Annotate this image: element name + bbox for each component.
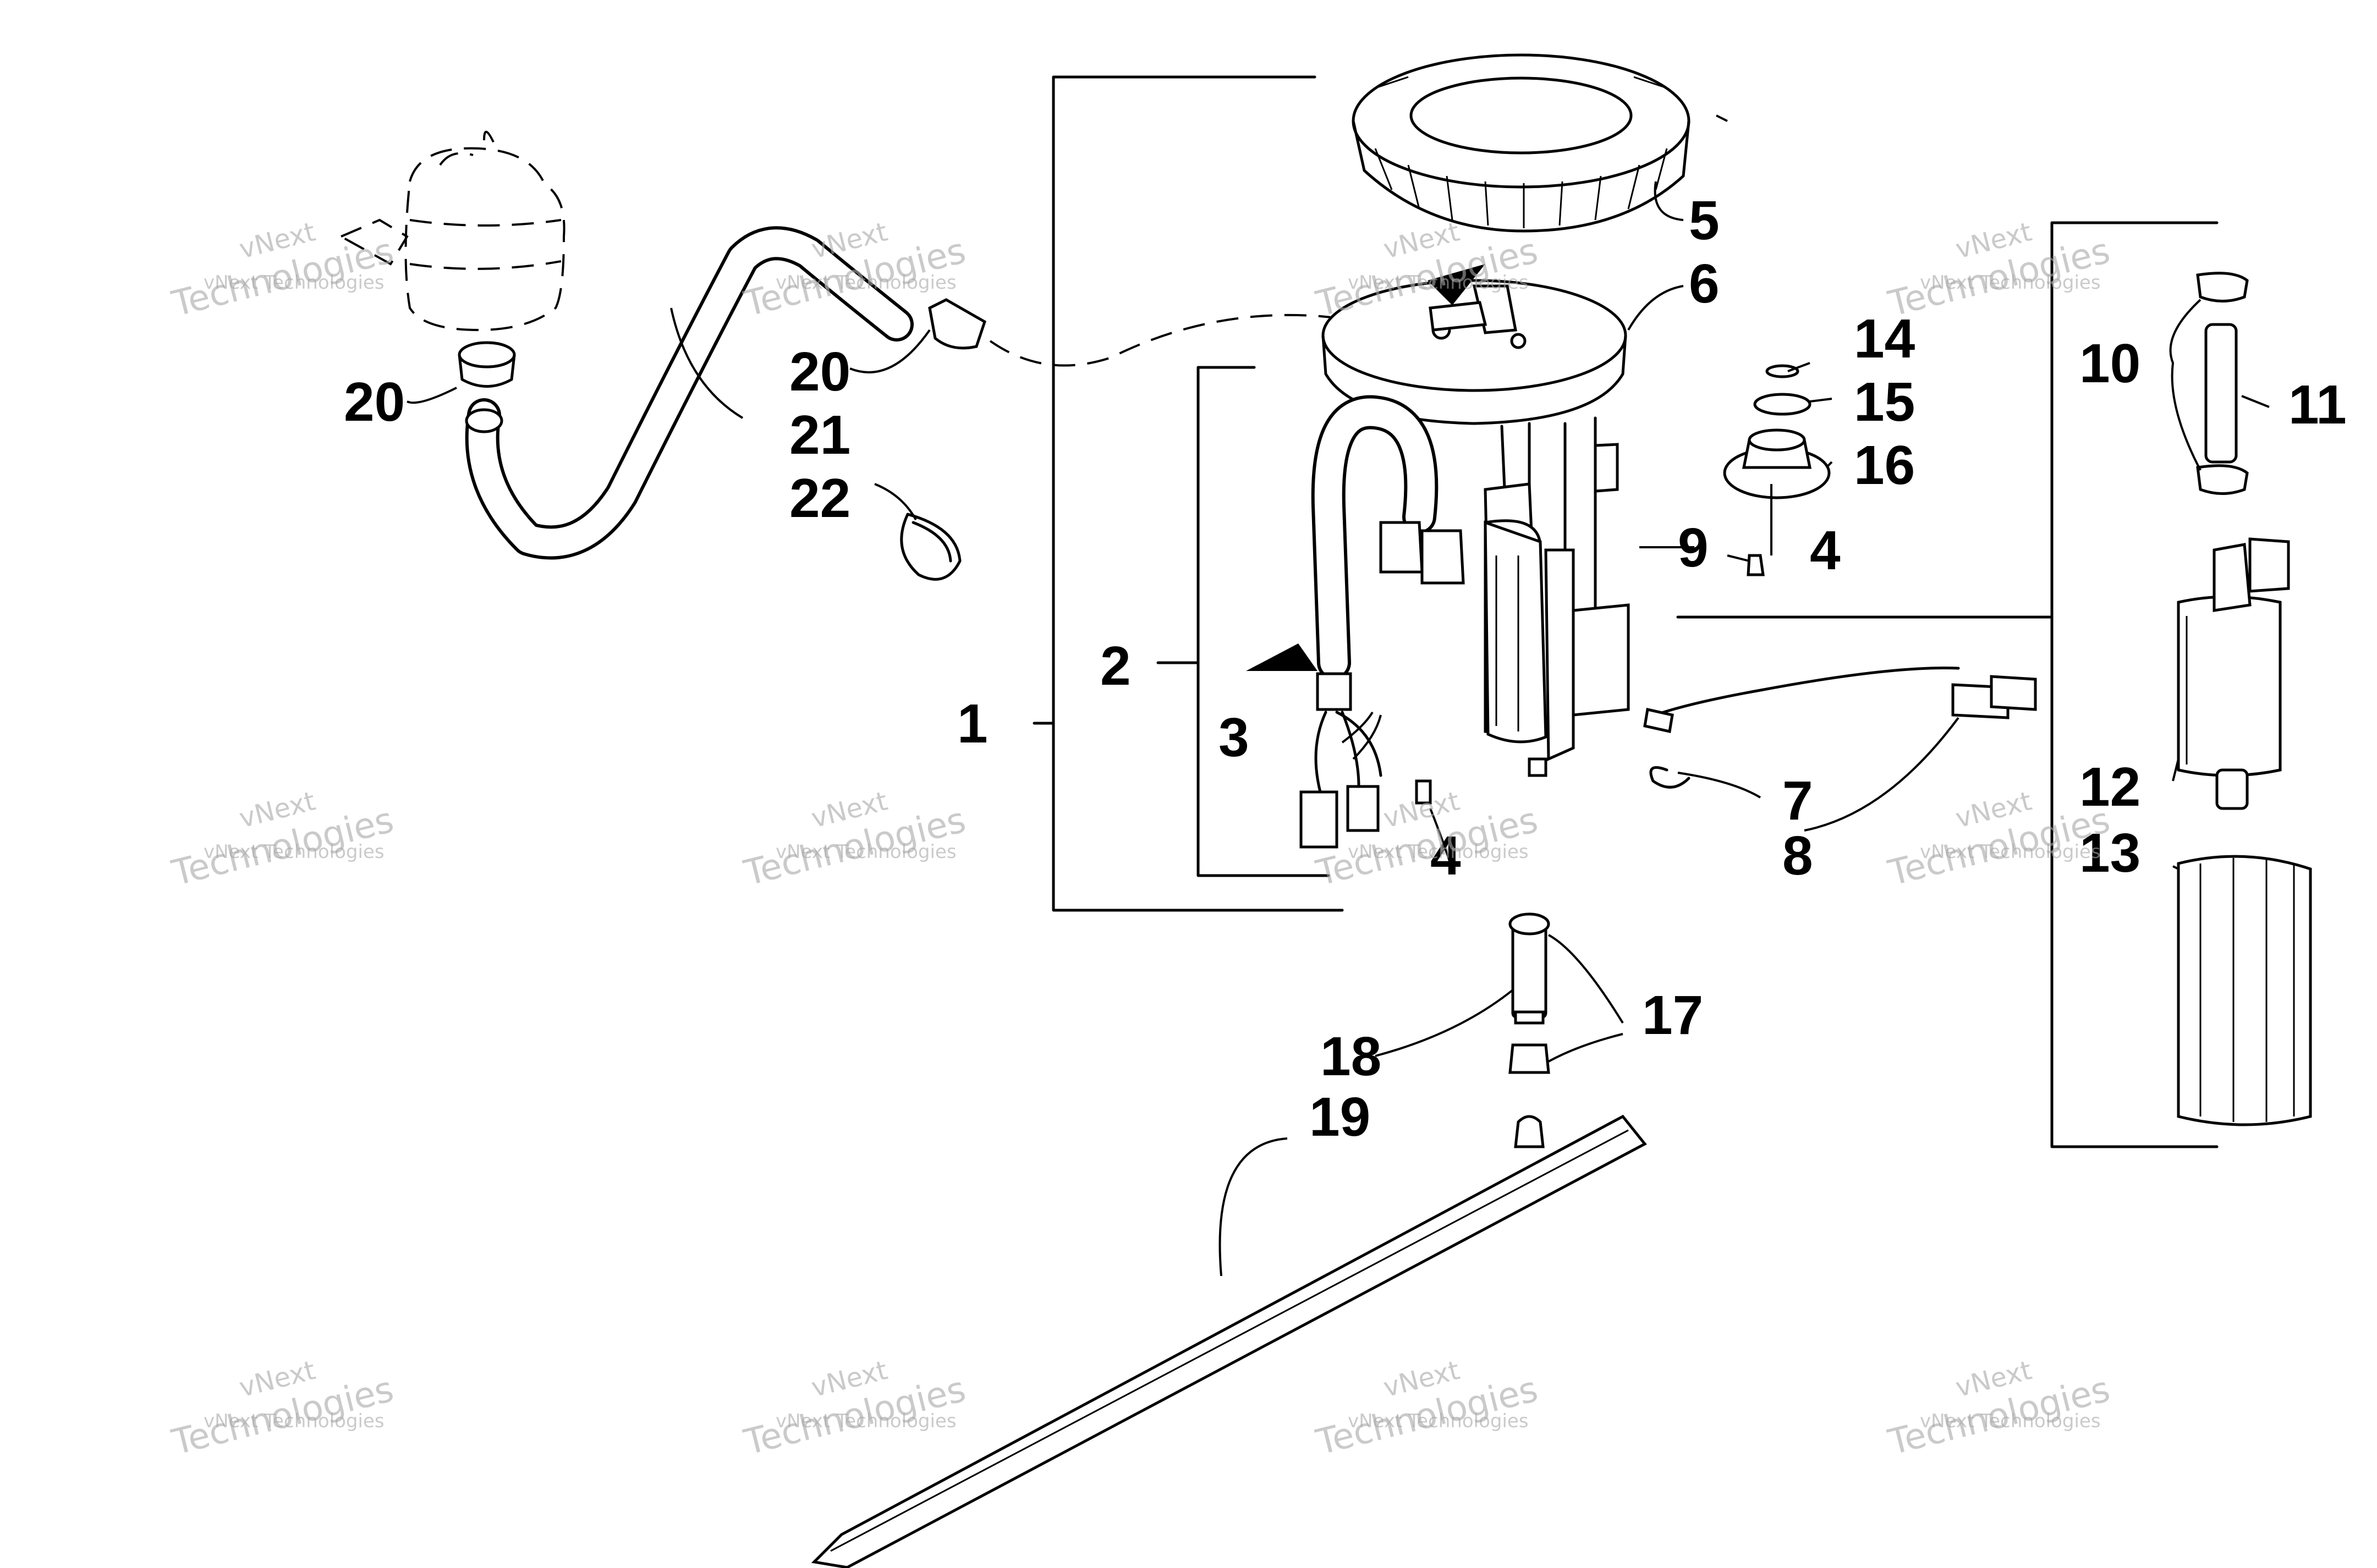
label-1: 1	[957, 693, 988, 755]
label-16: 16	[1854, 434, 1915, 496]
label-3: 3	[1218, 707, 1249, 768]
label-6: 6	[1689, 253, 1720, 315]
label-13: 13	[2079, 822, 2140, 884]
watermark: vNext vNext Technologies Technologies	[1312, 1355, 1542, 1463]
label-21: 21	[789, 404, 850, 466]
leader-lines	[407, 114, 2270, 1277]
watermark: vNext vNext Technologies Technologies	[740, 1355, 970, 1463]
label-2: 2	[1100, 635, 1131, 697]
svg-text:vNext Technologies: vNext Technologies	[776, 841, 957, 863]
label-20b: 20	[789, 341, 850, 403]
hose-clip	[900, 513, 962, 581]
svg-text:vNext Technologies: vNext Technologies	[204, 1410, 385, 1432]
svg-text:vNext Technologies: vNext Technologies	[1348, 272, 1529, 294]
label-17: 17	[1642, 984, 1703, 1046]
pump-clamp-bottom	[2196, 464, 2249, 495]
watermarks: vNext vNext Technologies Technologies vN…	[168, 216, 2114, 1463]
label-8: 8	[1782, 825, 1813, 887]
o-ring-small	[1765, 364, 1799, 378]
label-9: 9	[1678, 517, 1709, 579]
svg-text:vNext Technologies: vNext Technologies	[1920, 841, 2101, 863]
label-11: 11	[2288, 374, 2347, 436]
label-22: 22	[789, 467, 850, 529]
pump-tube	[2204, 323, 2238, 464]
pump-clamp-top	[2196, 272, 2249, 302]
pressure-regulator	[1723, 428, 1831, 499]
arrow-harness	[1246, 643, 1317, 671]
bracket-1	[1033, 75, 1344, 912]
bracket-pump-assembly	[1676, 221, 2219, 1148]
label-19: 19	[1309, 1086, 1370, 1148]
label-7: 7	[1782, 770, 1813, 832]
watermark: vNext vNext Technologies Technologies	[1884, 1355, 2114, 1463]
svg-text:vNext Technologies: vNext Technologies	[776, 272, 957, 294]
sender-wire	[1643, 667, 2037, 734]
label-14: 14	[1854, 308, 1915, 370]
watermark: vNext vNext Technologies Technologies	[168, 785, 398, 894]
svg-text:vNext Technologies: vNext Technologies	[1348, 1410, 1529, 1432]
pump-strainer	[2177, 855, 2312, 1126]
bracket-2	[1156, 366, 1330, 877]
float-arm	[811, 1114, 1647, 1568]
label-5: 5	[1689, 190, 1720, 251]
nut	[1508, 1043, 1550, 1074]
clamp-left	[458, 341, 516, 388]
coupler	[1508, 912, 1550, 1025]
svg-text:vNext Technologies: vNext Technologies	[776, 1410, 957, 1432]
label-4b: 4	[1810, 520, 1841, 581]
watermark: vNext vNext Technologies Technologies	[168, 1355, 398, 1463]
vent-canister	[338, 131, 566, 332]
screw-right	[1747, 554, 1765, 576]
watermark: vNext vNext Technologies Technologies	[740, 785, 970, 894]
svg-text:vNext Technologies: vNext Technologies	[204, 841, 385, 863]
e-clip	[1649, 766, 1690, 789]
pump-flange	[1321, 279, 1627, 425]
svg-text:vNext Technologies: vNext Technologies	[204, 272, 385, 294]
lock-ring	[1352, 53, 1690, 233]
watermark: vNext vNext Technologies Technologies	[1884, 216, 2114, 324]
label-18: 18	[1320, 1026, 1381, 1087]
hose	[465, 226, 914, 560]
label-20a: 20	[344, 371, 405, 433]
svg-text:vNext Technologies: vNext Technologies	[1920, 1410, 2101, 1432]
svg-text:vNext Technologies: vNext Technologies	[1920, 272, 2101, 294]
part-labels: 1 2 3 4 4 5 6 7 8 9 10 11 12 13 14 15 16…	[344, 190, 2347, 1148]
arrow-flange	[1428, 264, 1485, 305]
pump-module	[1484, 416, 1630, 777]
clamp-right	[928, 298, 987, 350]
fuel-pump	[2177, 537, 2290, 810]
label-10: 10	[2079, 333, 2140, 394]
o-ring-large	[1753, 393, 1811, 416]
wire-harness	[1299, 395, 1465, 849]
label-15: 15	[1854, 371, 1915, 433]
watermark: vNext vNext Technologies Technologies	[168, 216, 398, 324]
svg-text:vNext Technologies: vNext Technologies	[1348, 841, 1529, 863]
label-4a: 4	[1430, 825, 1461, 887]
label-12: 12	[2079, 756, 2140, 818]
